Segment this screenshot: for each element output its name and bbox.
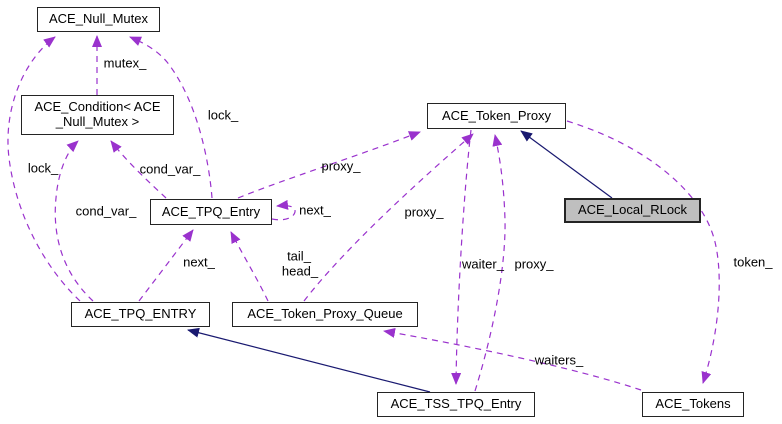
node-label: ACE_Null_Mutex — [49, 11, 148, 27]
node-label: ACE_Condition< ACE — [34, 99, 161, 115]
edge-proxy-vertical — [474, 134, 506, 392]
node-ace-tokens[interactable]: ACE_Tokens — [642, 392, 744, 417]
edge-next-self — [271, 199, 296, 221]
edge-inherit-tss-tpqentry — [187, 327, 431, 393]
node-ace-tpq-entry-caps[interactable]: ACE_TPQ_ENTRY — [71, 302, 210, 327]
node-label: ACE_Local_RLock — [577, 202, 688, 218]
node-label: ACE_Token_Proxy_Queue — [247, 306, 403, 322]
node-label: ACE_TPQ_Entry — [161, 203, 261, 219]
edge-cond-var-upper — [110, 140, 167, 199]
node-label: _Null_Mutex > — [55, 114, 140, 129]
node-label: ACE_TSS_TPQ_Entry — [390, 396, 522, 412]
edge-proxy-mid — [303, 133, 474, 302]
node-ace-tss-tpq-entry[interactable]: ACE_TSS_TPQ_Entry — [377, 392, 535, 417]
node-ace-tpq-entry[interactable]: ACE_TPQ_Entry — [150, 199, 272, 225]
edge-waiter — [451, 129, 472, 385]
node-ace-condition-null-mutex[interactable]: ACE_Condition< ACE_Null_Mutex > — [21, 95, 174, 135]
edge-inherit-rlock-tokenproxy — [520, 130, 613, 199]
edge-waiters — [383, 327, 642, 391]
node-ace-token-proxy-queue[interactable]: ACE_Token_Proxy_Queue — [232, 302, 418, 327]
node-ace-null-mutex[interactable]: ACE_Null_Mutex — [37, 7, 160, 32]
edge-cond-var-left — [54, 140, 94, 302]
node-label: ACE_TPQ_ENTRY — [84, 306, 197, 322]
edge-token — [566, 120, 720, 384]
edge-next-lower — [138, 229, 194, 302]
node-ace-local-rlock[interactable]: ACE_Local_RLock — [564, 198, 701, 223]
node-label: ACE_Tokens — [655, 396, 731, 412]
edge-lock-left — [7, 36, 81, 302]
edge-tail-head — [230, 231, 269, 302]
node-label: ACE_Token_Proxy — [441, 107, 552, 123]
edge-proxy-upper — [237, 131, 421, 199]
node-ace-token-proxy[interactable]: ACE_Token_Proxy — [427, 103, 566, 129]
